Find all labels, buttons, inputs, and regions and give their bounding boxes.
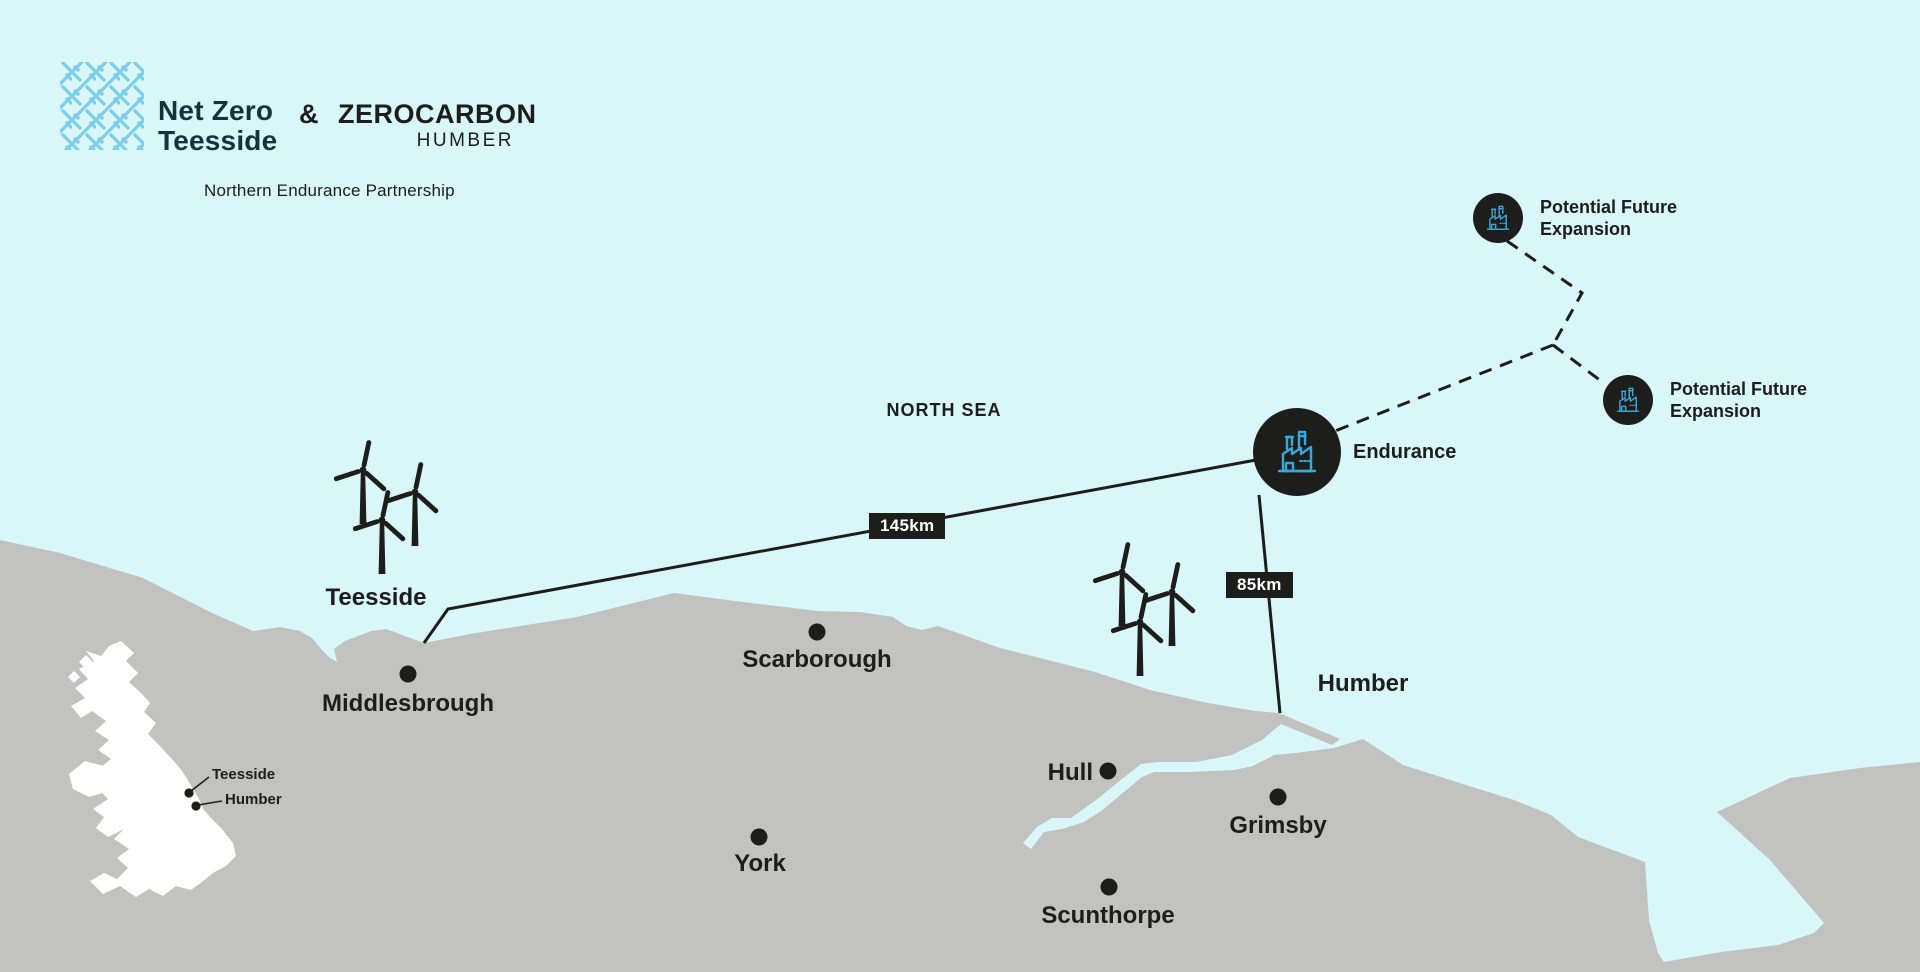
distance-badge-85km: 85km xyxy=(1226,572,1293,598)
wind-turbine-icon xyxy=(333,439,388,524)
dot-middlesbrough xyxy=(399,665,417,683)
inset-teesside-label: Teesside xyxy=(212,766,276,783)
future-links xyxy=(1334,239,1606,433)
expansion-label-2: Potential Future Expansion xyxy=(1670,379,1808,421)
wind-farm-humber xyxy=(1092,541,1197,676)
inset-markers xyxy=(184,776,223,811)
inset-humber-dot xyxy=(191,801,201,811)
dot-hull xyxy=(1099,762,1117,780)
wind-farm-teesside xyxy=(333,439,440,574)
city-label-middlesbrough: Middlesbrough xyxy=(322,690,494,717)
endurance-site xyxy=(1253,408,1341,496)
expansion-site-2 xyxy=(1603,375,1653,425)
wind-turbine-icon xyxy=(1110,591,1165,676)
inset-teesside-dot xyxy=(184,788,194,798)
city-label-scunthorpe: Scunthorpe xyxy=(1041,902,1175,929)
dot-scarborough xyxy=(808,623,826,641)
pipeline-endurance-humber xyxy=(1257,494,1282,714)
region-teesside-label: Teesside xyxy=(325,584,427,611)
uk-inset-map xyxy=(68,641,236,897)
ampersand: & xyxy=(299,99,319,129)
wind-turbine-icon xyxy=(1092,541,1147,626)
humber-wordmark: HUMBER xyxy=(416,130,514,151)
city-markers xyxy=(399,623,1287,896)
dot-scunthorpe xyxy=(1100,878,1118,896)
dot-grimsby xyxy=(1269,788,1287,806)
north-sea-label: NORTH SEA xyxy=(886,400,1002,420)
brand-line: Net Zero xyxy=(158,95,274,126)
city-label-york: York xyxy=(734,850,786,877)
zerocarbon-wordmark: ZEROCARBON xyxy=(338,99,537,129)
brand-line: Teesside xyxy=(158,125,278,156)
netzero-logo-mark xyxy=(60,62,144,150)
city-label-grimsby: Grimsby xyxy=(1229,812,1327,839)
netzero-teesside-wordmark: Net Zero Teesside xyxy=(158,96,277,156)
expansion-site-1 xyxy=(1473,193,1523,243)
city-label-scarborough: Scarborough xyxy=(742,646,892,673)
land-mass xyxy=(0,540,1920,972)
endurance-label: Endurance xyxy=(1353,441,1457,463)
partnership-subtitle: Northern Endurance Partnership xyxy=(204,181,455,200)
city-label-hull: Hull xyxy=(1047,759,1093,786)
distance-badge-145km: 145km xyxy=(869,513,946,539)
pipeline-teesside-endurance xyxy=(422,458,1257,644)
region-humber-label: Humber xyxy=(1317,670,1409,697)
inset-humber-label: Humber xyxy=(225,791,282,808)
dot-york xyxy=(750,828,768,846)
expansion-label-1: Potential Future Expansion xyxy=(1540,197,1678,239)
